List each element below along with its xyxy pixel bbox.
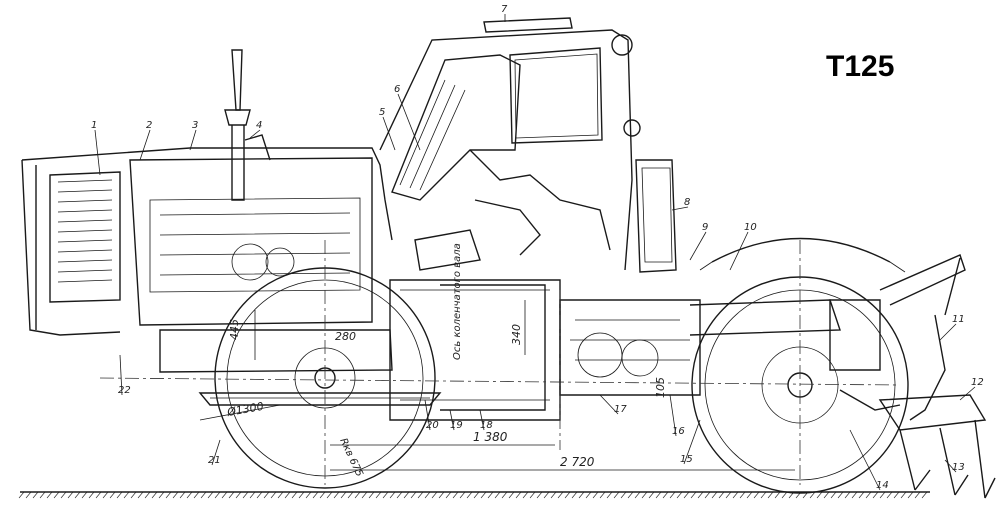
axis-label: Ось коленчатого вала [452, 243, 463, 360]
callout-7: 7 [501, 4, 508, 15]
callout-1: 1 [91, 120, 97, 131]
ground-line [18, 491, 930, 499]
dim-340: 340 [510, 324, 523, 345]
rear-hitch [839, 254, 996, 499]
dim-1380: 1 380 [473, 430, 508, 444]
dim-105: 105 [654, 377, 667, 398]
callout-leader-13 [944, 459, 957, 473]
callout-leader-8 [671, 206, 689, 211]
callout-leader-20 [424, 399, 431, 431]
callout-20: 20 [426, 420, 439, 431]
callout-21: 21 [208, 455, 221, 466]
callout-18: 18 [480, 420, 493, 431]
callout-22: 22 [118, 385, 131, 396]
callout-17: 17 [614, 404, 627, 415]
callout-leader-6 [397, 93, 421, 151]
callout-leader-9 [689, 231, 707, 261]
exhaust-pipe [224, 49, 271, 201]
callout-leader-2 [139, 129, 151, 161]
page-title: T125 [826, 50, 895, 83]
callout-leader-5 [382, 116, 396, 151]
callout-13: 13 [952, 462, 965, 473]
callout-leader-22 [119, 354, 123, 396]
callout-leader-11 [939, 323, 957, 341]
callout-leader-1 [94, 129, 101, 176]
callout-leader-3 [189, 129, 197, 151]
callout-leader-10 [729, 231, 749, 271]
callout-15: 15 [680, 454, 693, 465]
chassis [21, 147, 881, 421]
dim-280: 280 [335, 330, 356, 343]
callout-9: 9 [702, 222, 708, 233]
callout-10: 10 [744, 222, 757, 233]
callout-14: 14 [876, 480, 889, 491]
callout-leader-19 [449, 409, 455, 431]
callout-5: 5 [379, 107, 385, 118]
callout-19: 19 [450, 420, 463, 431]
callout-leader-15 [683, 419, 701, 465]
callout-16: 16 [672, 426, 685, 437]
callout-leader-14 [849, 429, 881, 491]
callout-3: 3 [192, 120, 198, 131]
center-lines [99, 240, 901, 485]
callout-12: 12 [971, 377, 984, 388]
cab [379, 17, 677, 273]
callout-leader-4 [249, 129, 261, 139]
callout-leader-17 [599, 394, 619, 415]
callout-leader-16 [669, 394, 677, 437]
dim-1300: Ø1300 [225, 400, 264, 419]
callout-11: 11 [952, 314, 965, 325]
dim-445: 445 [228, 319, 241, 340]
callout-6: 6 [394, 84, 400, 95]
callout-leader-18 [479, 409, 485, 431]
callout-4: 4 [256, 120, 262, 131]
dimension-labels: 445 280 340 105 Ø1300 1 380 2 720 Rкв 67… [225, 243, 667, 478]
callout-8: 8 [684, 197, 690, 208]
callout-leader-12 [959, 386, 976, 401]
callout-2: 2 [146, 120, 152, 131]
dim-2720: 2 720 [560, 455, 595, 469]
callout-leader-21 [211, 439, 221, 466]
